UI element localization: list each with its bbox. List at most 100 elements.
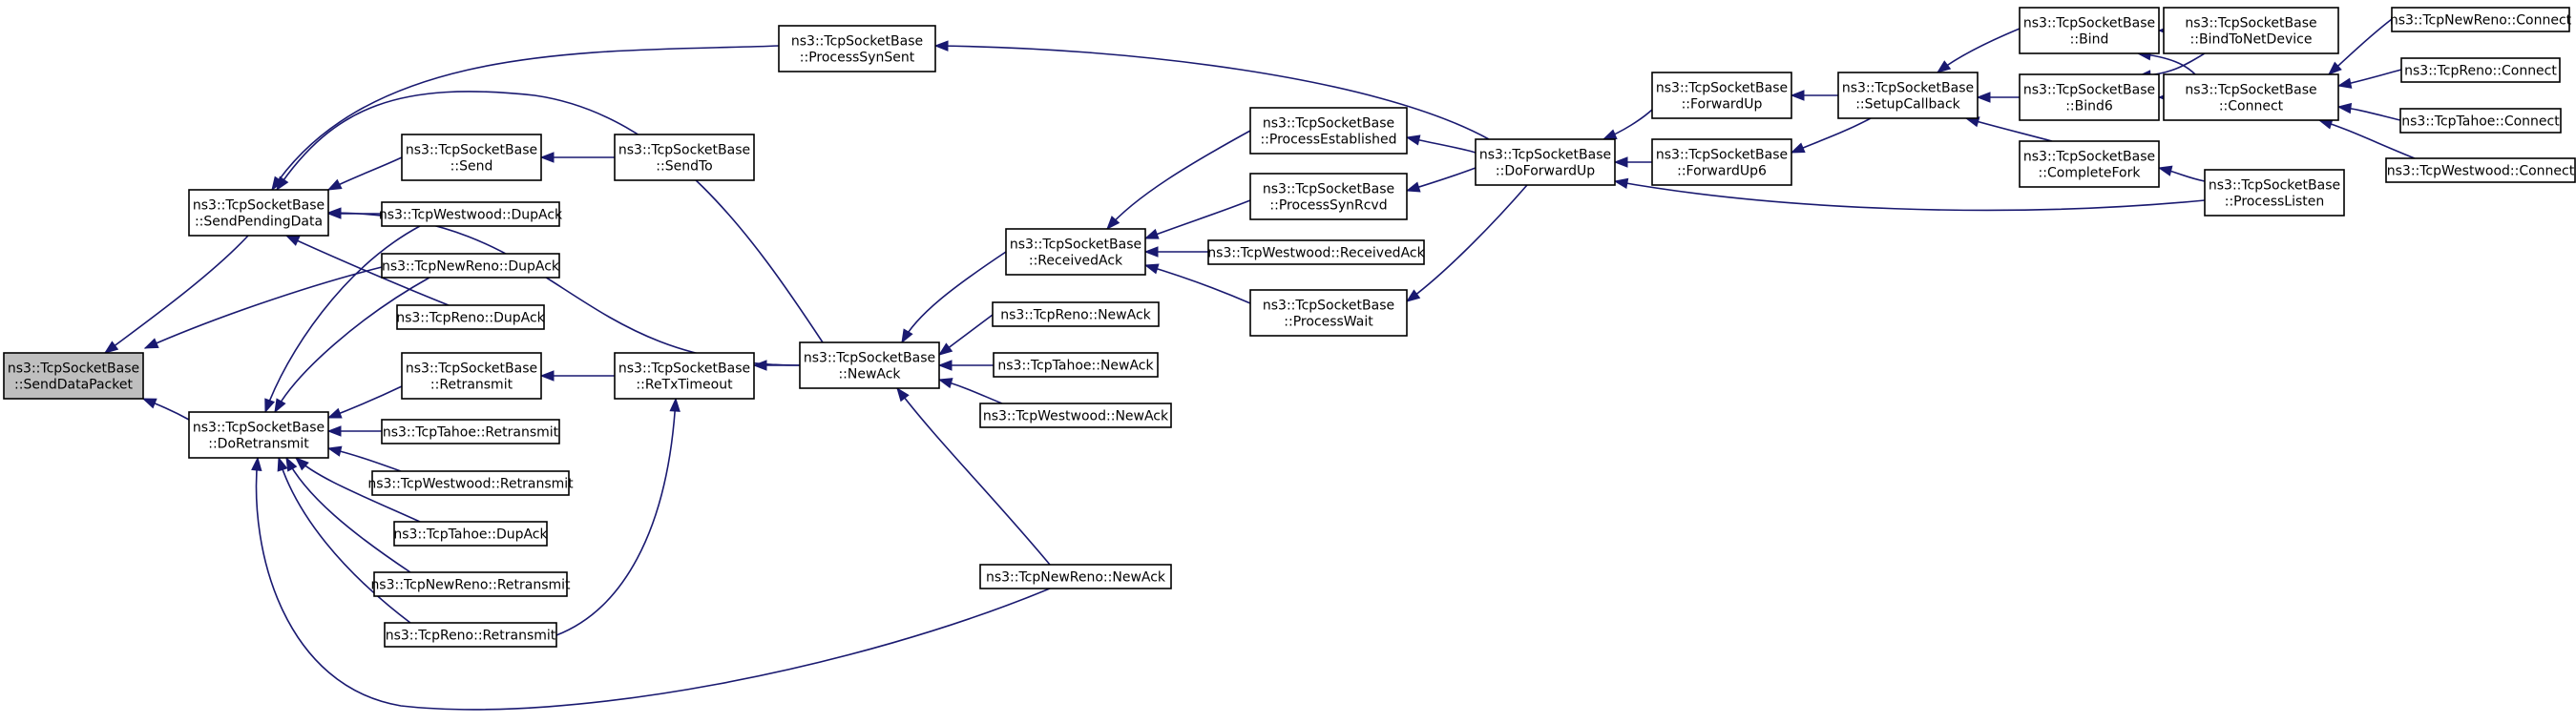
node-box[interactable]: [381, 201, 560, 227]
node-box[interactable]: [188, 411, 329, 459]
node-box[interactable]: [373, 571, 568, 597]
arrowhead-dfu-to-pe: [1405, 134, 1421, 146]
node-box[interactable]: [2019, 140, 2160, 188]
node-box[interactable]: [384, 622, 557, 648]
node-tnrda[interactable]: ns3::TcpNewReno::DupAck: [381, 253, 560, 279]
node-trr[interactable]: ns3::TcpReno::Retransmit: [384, 622, 557, 648]
node-box[interactable]: [1005, 228, 1146, 276]
node-label-line: ns3::TcpTahoe::Connect: [2401, 114, 2560, 130]
arrowhead-na-to-rtt: [752, 360, 767, 371]
node-box[interactable]: [188, 189, 329, 237]
node-psr[interactable]: ns3::TcpSocketBase::ProcessSynRcvd: [1249, 173, 1408, 220]
node-box[interactable]: [2204, 169, 2345, 217]
node-box[interactable]: [979, 403, 1172, 428]
node-trna[interactable]: ns3::TcpReno::NewAck: [992, 301, 1160, 327]
node-twr[interactable]: ns3::TcpWestwood::Retransmit: [367, 470, 574, 496]
node-label-line: ns3::TcpNewReno::NewAck: [986, 570, 1166, 586]
node-na[interactable]: ns3::TcpSocketBase::NewAck: [799, 341, 940, 389]
node-box[interactable]: [2019, 73, 2160, 121]
node-trda[interactable]: ns3::TcpReno::DupAck: [396, 304, 546, 330]
arrowhead-tnrda-to-sdp: [143, 338, 159, 349]
edge-psr-to-ra: [1144, 199, 1251, 239]
node-twra[interactable]: ns3::TcpWestwood::ReceivedAck: [1207, 239, 1426, 265]
node-box[interactable]: [393, 521, 548, 547]
node-sdp[interactable]: ns3::TcpSocketBase::SendDataPacket: [3, 352, 144, 400]
node-box[interactable]: [381, 419, 560, 444]
node-box[interactable]: [2019, 7, 2160, 54]
node-box[interactable]: [401, 134, 542, 181]
node-box[interactable]: [1651, 72, 1792, 119]
node-pw[interactable]: ns3::TcpSocketBase::ProcessWait: [1249, 289, 1408, 337]
node-tnrr[interactable]: ns3::TcpNewReno::Retransmit: [370, 571, 571, 597]
node-box[interactable]: [401, 352, 542, 400]
node-box[interactable]: [993, 352, 1159, 378]
node-box[interactable]: [396, 304, 545, 330]
node-tnrc[interactable]: ns3::TcpNewReno::Connect: [2390, 7, 2572, 32]
node-box[interactable]: [1837, 72, 1979, 119]
node-label-line: ns3::TcpSocketBase: [2023, 83, 2155, 98]
node-box[interactable]: [2391, 7, 2570, 32]
arrowhead-twra-to-ra: [1143, 246, 1159, 258]
node-box[interactable]: [1207, 239, 1425, 265]
node-box[interactable]: [992, 301, 1160, 327]
node-retx[interactable]: ns3::TcpSocketBase::Retransmit: [401, 352, 542, 400]
node-ttc[interactable]: ns3::TcpTahoe::Connect: [2399, 108, 2562, 134]
node-dr[interactable]: ns3::TcpSocketBase::DoRetransmit: [188, 411, 329, 459]
node-twna[interactable]: ns3::TcpWestwood::NewAck: [979, 403, 1172, 428]
node-box[interactable]: [2163, 7, 2339, 54]
node-box[interactable]: [799, 341, 940, 389]
node-sendto[interactable]: ns3::TcpSocketBase::SendTo: [614, 134, 755, 181]
arrowhead-fu-to-dfu: [1602, 129, 1618, 140]
arrowhead-ttna-to-na: [937, 360, 953, 371]
node-btnd[interactable]: ns3::TcpSocketBase::BindToNetDevice: [2163, 7, 2339, 54]
node-tnrna[interactable]: ns3::TcpNewReno::NewAck: [979, 564, 1172, 589]
node-box[interactable]: [614, 352, 755, 400]
node-scb[interactable]: ns3::TcpSocketBase::SetupCallback: [1837, 72, 1979, 119]
node-dfu[interactable]: ns3::TcpSocketBase::DoForwardUp: [1475, 138, 1616, 186]
node-box[interactable]: [1475, 138, 1616, 186]
node-label-line: ::Retransmit: [430, 378, 513, 393]
node-box[interactable]: [614, 134, 755, 181]
node-label-line: ns3::TcpSocketBase: [406, 143, 537, 158]
node-label-line: ::ProcessEstablished: [1260, 133, 1396, 148]
node-bind6[interactable]: ns3::TcpSocketBase::Bind6: [2019, 73, 2160, 121]
node-ra[interactable]: ns3::TcpSocketBase::ReceivedAck: [1005, 228, 1146, 276]
node-box[interactable]: [2399, 108, 2562, 134]
node-rtt[interactable]: ns3::TcpSocketBase::ReTxTimeout: [614, 352, 755, 400]
node-spd[interactable]: ns3::TcpSocketBase::SendPendingData: [188, 189, 329, 237]
node-box[interactable]: [2385, 157, 2576, 183]
node-label-line: ::SendTo: [656, 159, 712, 175]
node-box[interactable]: [1249, 107, 1408, 155]
node-bind[interactable]: ns3::TcpSocketBase::Bind: [2019, 7, 2160, 54]
node-ttr[interactable]: ns3::TcpTahoe::Retransmit: [381, 419, 560, 444]
node-label-line: ns3::TcpSocketBase: [618, 362, 750, 377]
node-box[interactable]: [1249, 289, 1408, 337]
node-send[interactable]: ns3::TcpSocketBase::Send: [401, 134, 542, 181]
node-twc[interactable]: ns3::TcpWestwood::Connect: [2385, 157, 2576, 183]
edge-bind-to-scb: [1937, 28, 2021, 73]
node-box[interactable]: [1249, 173, 1408, 220]
node-trc[interactable]: ns3::TcpReno::Connect: [2400, 57, 2561, 83]
node-pe[interactable]: ns3::TcpSocketBase::ProcessEstablished: [1249, 107, 1408, 155]
node-conn[interactable]: ns3::TcpSocketBase::Connect: [2163, 73, 2339, 121]
node-box[interactable]: [381, 253, 560, 279]
node-label-line: ns3::TcpSocketBase: [406, 362, 537, 377]
node-cf[interactable]: ns3::TcpSocketBase::CompleteFork: [2019, 140, 2160, 188]
node-box[interactable]: [2400, 57, 2561, 83]
arrowhead-twda-to-dr: [264, 398, 276, 414]
node-box[interactable]: [3, 352, 144, 400]
node-pl[interactable]: ns3::TcpSocketBase::ProcessListen: [2204, 169, 2345, 217]
node-fu[interactable]: ns3::TcpSocketBase::ForwardUp: [1651, 72, 1792, 119]
node-ttda[interactable]: ns3::TcpTahoe::DupAck: [393, 521, 549, 547]
node-box[interactable]: [979, 564, 1172, 589]
node-fu6[interactable]: ns3::TcpSocketBase::ForwardUp6: [1651, 138, 1792, 186]
node-label-line: ns3::TcpSocketBase: [193, 421, 325, 436]
node-ttna[interactable]: ns3::TcpTahoe::NewAck: [993, 352, 1159, 378]
node-box[interactable]: [778, 25, 936, 72]
node-box[interactable]: [1651, 138, 1792, 186]
node-box[interactable]: [2163, 73, 2339, 121]
node-pss[interactable]: ns3::TcpSocketBase::ProcessSynSent: [778, 25, 936, 72]
node-twda[interactable]: ns3::TcpWestwood::DupAck: [379, 201, 563, 227]
node-box[interactable]: [371, 470, 570, 496]
